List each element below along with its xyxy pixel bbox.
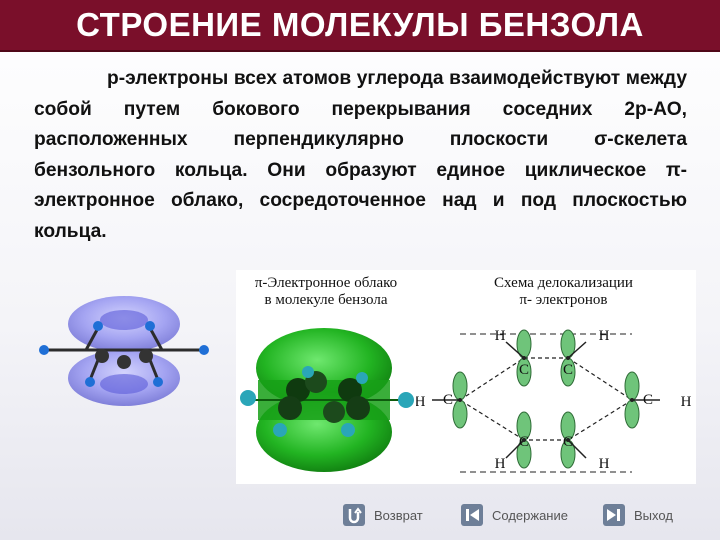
carbon-atom [338,378,362,402]
carbon-label: C [563,434,573,450]
left-caption-line1: π-Электронное облако [254,275,398,291]
left-figure-caption: π-Электронное облако в молекуле бензола [236,275,416,309]
hydrogen-label: H [495,328,506,344]
carbon-atom [278,396,302,420]
right-caption-line1: Схема делокализации [494,275,633,291]
p-orbital-upper-lobe [624,371,640,401]
carbon-atom [323,401,345,423]
lower-cloud-hole [100,374,148,394]
c-h-bond [505,439,525,459]
carbon-atom [286,378,310,402]
right-figure-caption: Схема делокализации π- электронов [461,275,666,309]
p-orbital-lower-lobe [624,399,640,429]
hydrogen-atom [153,377,163,387]
carbon-label: C [519,362,529,378]
carbon-label: C [563,362,573,378]
hydrogen-atom [341,423,355,437]
ring-bond [567,357,633,401]
hydrogen-label: H [599,328,610,344]
carbon-label: C [519,434,529,450]
hydrogen-atom [145,321,155,331]
right-caption-line2: π- электронов [519,292,608,308]
hydrogen-label: H [681,394,692,410]
slide-title: СТРОЕНИЕ МОЛЕКУЛЫ БЕНЗОЛА [76,6,644,43]
carbon-label: C [443,392,453,408]
left-caption-line2: в молекуле бензола [264,292,388,308]
hydrogen-label: H [599,456,610,472]
hydrogen-atom [356,372,368,384]
return-arrow-icon [343,504,365,526]
carbon-atom [346,396,370,420]
contents-button[interactable]: Содержание [461,502,568,528]
p-orbital-lower-lobe [452,399,468,429]
back-label: Возврат [374,507,423,523]
first-page-icon [461,504,483,526]
carbon-atom [117,355,131,369]
blue-pi-cloud-model [39,296,209,406]
hydrogen-label: H [416,394,426,410]
p-orbital-upper-lobe [452,371,468,401]
c-h-bond [505,341,525,359]
hydrogen-atom [302,366,314,378]
last-page-icon [603,504,625,526]
hydrogen-atom [273,423,287,437]
back-button[interactable]: Возврат [343,502,423,528]
ring-bond [567,399,633,441]
carbon-atom [95,349,109,363]
hydrogen-atom [85,377,95,387]
carbon-atom [139,349,153,363]
hydrogen-atom [199,345,209,355]
exit-button[interactable]: Выход [603,502,673,528]
body-paragraph: р-электроны всех атомов углерода взаимод… [34,64,687,247]
exit-label: Выход [634,507,673,523]
hydrogen-atom [240,390,256,406]
hydrogen-atom [398,392,414,408]
paragraph-text: р-электроны всех атомов углерода взаимод… [34,68,687,242]
green-pi-cloud-model [240,328,414,472]
hydrogen-atom [93,321,103,331]
carbon-label: C [643,392,653,408]
hydrogen-label: H [495,456,506,472]
title-bar: СТРОЕНИЕ МОЛЕКУЛЫ БЕНЗОЛА [0,0,720,52]
hydrogen-atom [39,345,49,355]
c-h-bond [567,341,587,359]
figure-panel: π-Электронное облако в молекуле бензола … [236,270,696,484]
ring-bond [459,357,525,401]
c-h-bond [567,439,587,459]
upper-cloud-hole [100,310,148,330]
contents-label: Содержание [492,507,568,523]
ring-bond [459,399,525,441]
